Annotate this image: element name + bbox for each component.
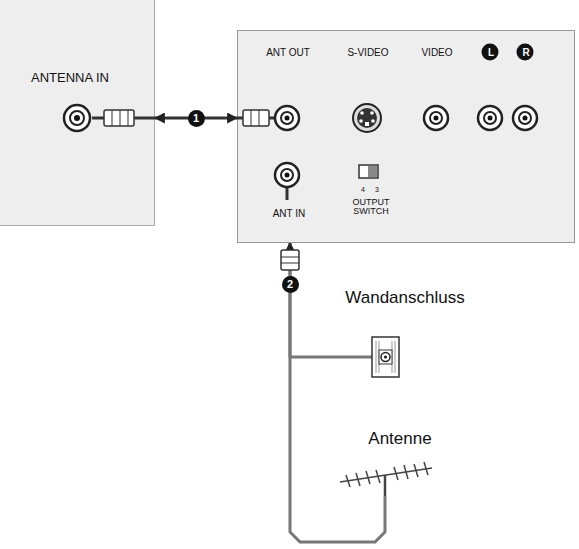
device-panel: ANT OUT S-VIDEO VIDEO L R ANT IN 4 3OUTPUT SWIT…: [237, 30, 575, 243]
node-label: ANTENNA IN: [31, 70, 109, 86]
plug-pin: [286, 188, 289, 200]
channel-badge: [517, 44, 534, 61]
antenna-box: Antenne: [335, 428, 465, 496]
s-video-jack: [353, 104, 381, 132]
rca-jack: [513, 106, 537, 130]
node-label: 3: [375, 186, 379, 194]
coax-jack: [64, 105, 90, 131]
channel-badge: [482, 44, 499, 61]
cable: [290, 243, 385, 542]
rca-jack: [424, 106, 448, 130]
tv-panel: ANTENNA IN: [0, 0, 155, 226]
coax-plug: [92, 110, 155, 126]
node-label: VIDEO: [421, 47, 452, 59]
rca-jack: [478, 106, 502, 130]
callout-number: 1: [188, 110, 205, 127]
node-label: 4: [361, 186, 365, 194]
output-switch: [359, 165, 378, 178]
node-label: Antenne: [335, 429, 465, 449]
coax-plug: [237, 110, 275, 126]
coax-jack: [275, 106, 299, 130]
node-label: OUTPUT SWITCH: [344, 198, 398, 217]
coax-plug: [281, 250, 299, 270]
node-label: S-VIDEO: [347, 47, 388, 59]
antenna-symbol: [340, 462, 432, 496]
cable: [290, 243, 335, 357]
node-label: ANT OUT: [266, 47, 310, 59]
node-label: R: [522, 47, 529, 59]
node-label: L: [488, 47, 494, 59]
node-label: ANT IN: [273, 208, 306, 220]
wall-socket-box: Wandanschluss: [335, 287, 475, 379]
callout-number: 2: [282, 276, 299, 293]
wall-socket: [335, 337, 399, 377]
coax-jack: [275, 163, 299, 187]
node-label: Wandanschluss: [335, 288, 475, 308]
